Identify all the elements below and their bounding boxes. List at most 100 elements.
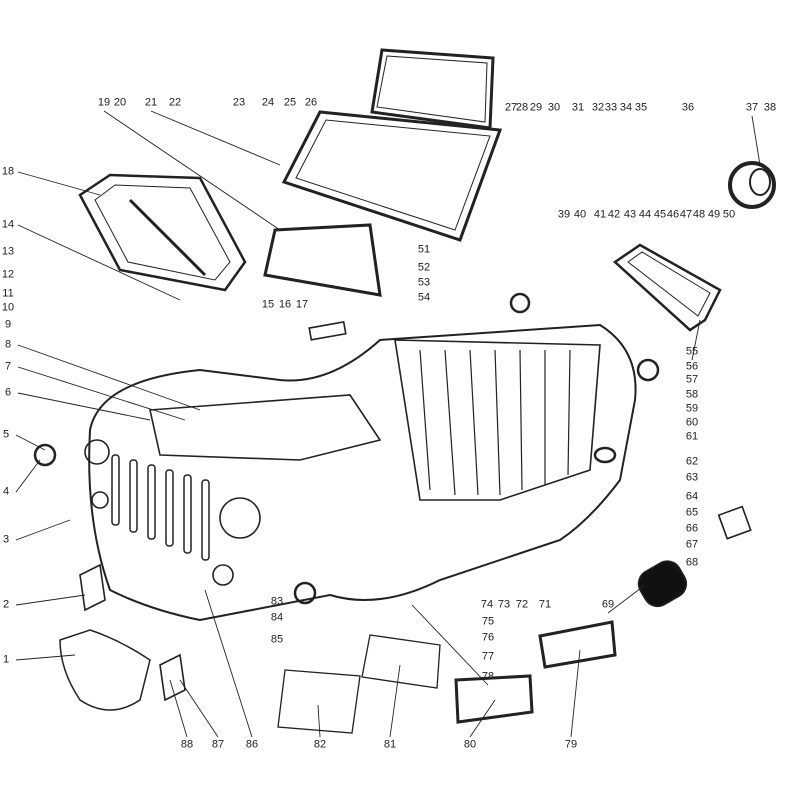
part-label-37: 37 — [745, 101, 759, 114]
leader-line — [17, 366, 186, 421]
bracket-left — [79, 563, 106, 612]
part-label-9: 9 — [4, 318, 12, 331]
part-label-8: 8 — [4, 338, 12, 351]
part-label-44: 44 — [638, 208, 652, 221]
part-label-65: 65 — [685, 506, 699, 519]
part-label-41: 41 — [593, 208, 607, 221]
vehicle-body — [88, 323, 637, 622]
lamp-right — [636, 358, 660, 382]
headlight-left — [84, 439, 110, 465]
part-label-60: 60 — [685, 416, 699, 429]
part-label-6: 6 — [4, 386, 12, 399]
lamp-bottom — [293, 581, 317, 605]
part-label-66: 66 — [685, 522, 699, 535]
leader-line — [17, 224, 181, 301]
part-label-48: 48 — [692, 208, 706, 221]
windshield-lower — [263, 223, 382, 297]
part-label-71: 71 — [538, 598, 552, 611]
part-label-47: 47 — [679, 208, 693, 221]
part-label-19: 19 — [97, 96, 111, 109]
part-label-86: 86 — [245, 738, 259, 751]
part-label-81: 81 — [383, 738, 397, 751]
part-label-53: 53 — [417, 276, 431, 289]
part-label-21: 21 — [144, 96, 158, 109]
part-label-68: 68 — [685, 556, 699, 569]
leader-line — [15, 519, 71, 541]
part-label-2: 2 — [2, 598, 10, 611]
front-grille — [111, 454, 210, 561]
part-label-43: 43 — [623, 208, 637, 221]
leader-line — [691, 319, 701, 361]
part-label-7: 7 — [4, 360, 12, 373]
part-label-73: 73 — [497, 598, 511, 611]
part-label-46: 46 — [666, 208, 680, 221]
part-label-50: 50 — [722, 208, 736, 221]
part-label-12: 12 — [1, 268, 15, 281]
leader-line — [15, 434, 46, 451]
part-label-56: 56 — [685, 360, 699, 373]
part-label-80: 80 — [463, 738, 477, 751]
vent-grille — [717, 505, 752, 540]
bracket-bottom — [159, 653, 186, 702]
rear-panel — [612, 243, 722, 332]
part-label-51: 51 — [417, 243, 431, 256]
decal-81 — [361, 634, 441, 689]
part-label-52: 52 — [417, 261, 431, 274]
part-label-87: 87 — [211, 738, 225, 751]
part-label-31: 31 — [571, 101, 585, 114]
part-label-34: 34 — [619, 101, 633, 114]
part-label-64: 64 — [685, 490, 699, 503]
part-label-58: 58 — [685, 388, 699, 401]
side-window-panel — [78, 173, 247, 292]
part-label-77: 77 — [481, 650, 495, 663]
leader-line — [317, 704, 321, 738]
part-label-49: 49 — [707, 208, 721, 221]
leader-line — [150, 110, 281, 166]
part-label-75: 75 — [481, 615, 495, 628]
leader-lines — [15, 110, 761, 738]
part-label-72: 72 — [515, 598, 529, 611]
part-label-63: 63 — [685, 471, 699, 484]
part-label-36: 36 — [681, 101, 695, 114]
windshield-frame — [281, 110, 503, 242]
part-label-1: 1 — [2, 653, 10, 666]
part-label-40: 40 — [573, 208, 587, 221]
part-label-3: 3 — [2, 533, 10, 546]
part-label-11: 11 — [2, 287, 14, 300]
decal-80 — [454, 674, 534, 724]
part-label-33: 33 — [604, 101, 618, 114]
leader-line — [17, 171, 101, 196]
part-label-14: 14 — [1, 218, 15, 231]
decal-82 — [277, 669, 361, 734]
part-label-83: 83 — [270, 595, 284, 608]
part-label-15: 15 — [261, 298, 275, 311]
part-label-74: 74 — [480, 598, 494, 611]
part-label-26: 26 — [304, 96, 318, 109]
part-label-10: 10 — [1, 301, 15, 314]
leader-line — [179, 679, 219, 738]
decal-79 — [538, 620, 617, 669]
leader-line — [15, 459, 41, 493]
step-pad — [637, 560, 688, 608]
part-label-61: 61 — [685, 430, 699, 443]
part-label-18: 18 — [1, 165, 15, 178]
part-label-85: 85 — [270, 633, 284, 646]
part-label-29: 29 — [529, 101, 543, 114]
part-label-45: 45 — [653, 208, 667, 221]
part-label-32: 32 — [591, 101, 605, 114]
leader-line — [17, 344, 201, 411]
part-label-57: 57 — [685, 373, 699, 386]
part-label-5: 5 — [2, 428, 10, 441]
part-label-54: 54 — [417, 291, 431, 304]
part-label-16: 16 — [278, 298, 292, 311]
part-label-24: 24 — [261, 96, 275, 109]
part-label-78: 78 — [481, 670, 495, 683]
part-label-22: 22 — [168, 96, 182, 109]
part-label-25: 25 — [283, 96, 297, 109]
part-label-39: 39 — [557, 208, 571, 221]
leader-line — [15, 594, 86, 606]
part-label-67: 67 — [685, 538, 699, 551]
part-label-82: 82 — [313, 738, 327, 751]
